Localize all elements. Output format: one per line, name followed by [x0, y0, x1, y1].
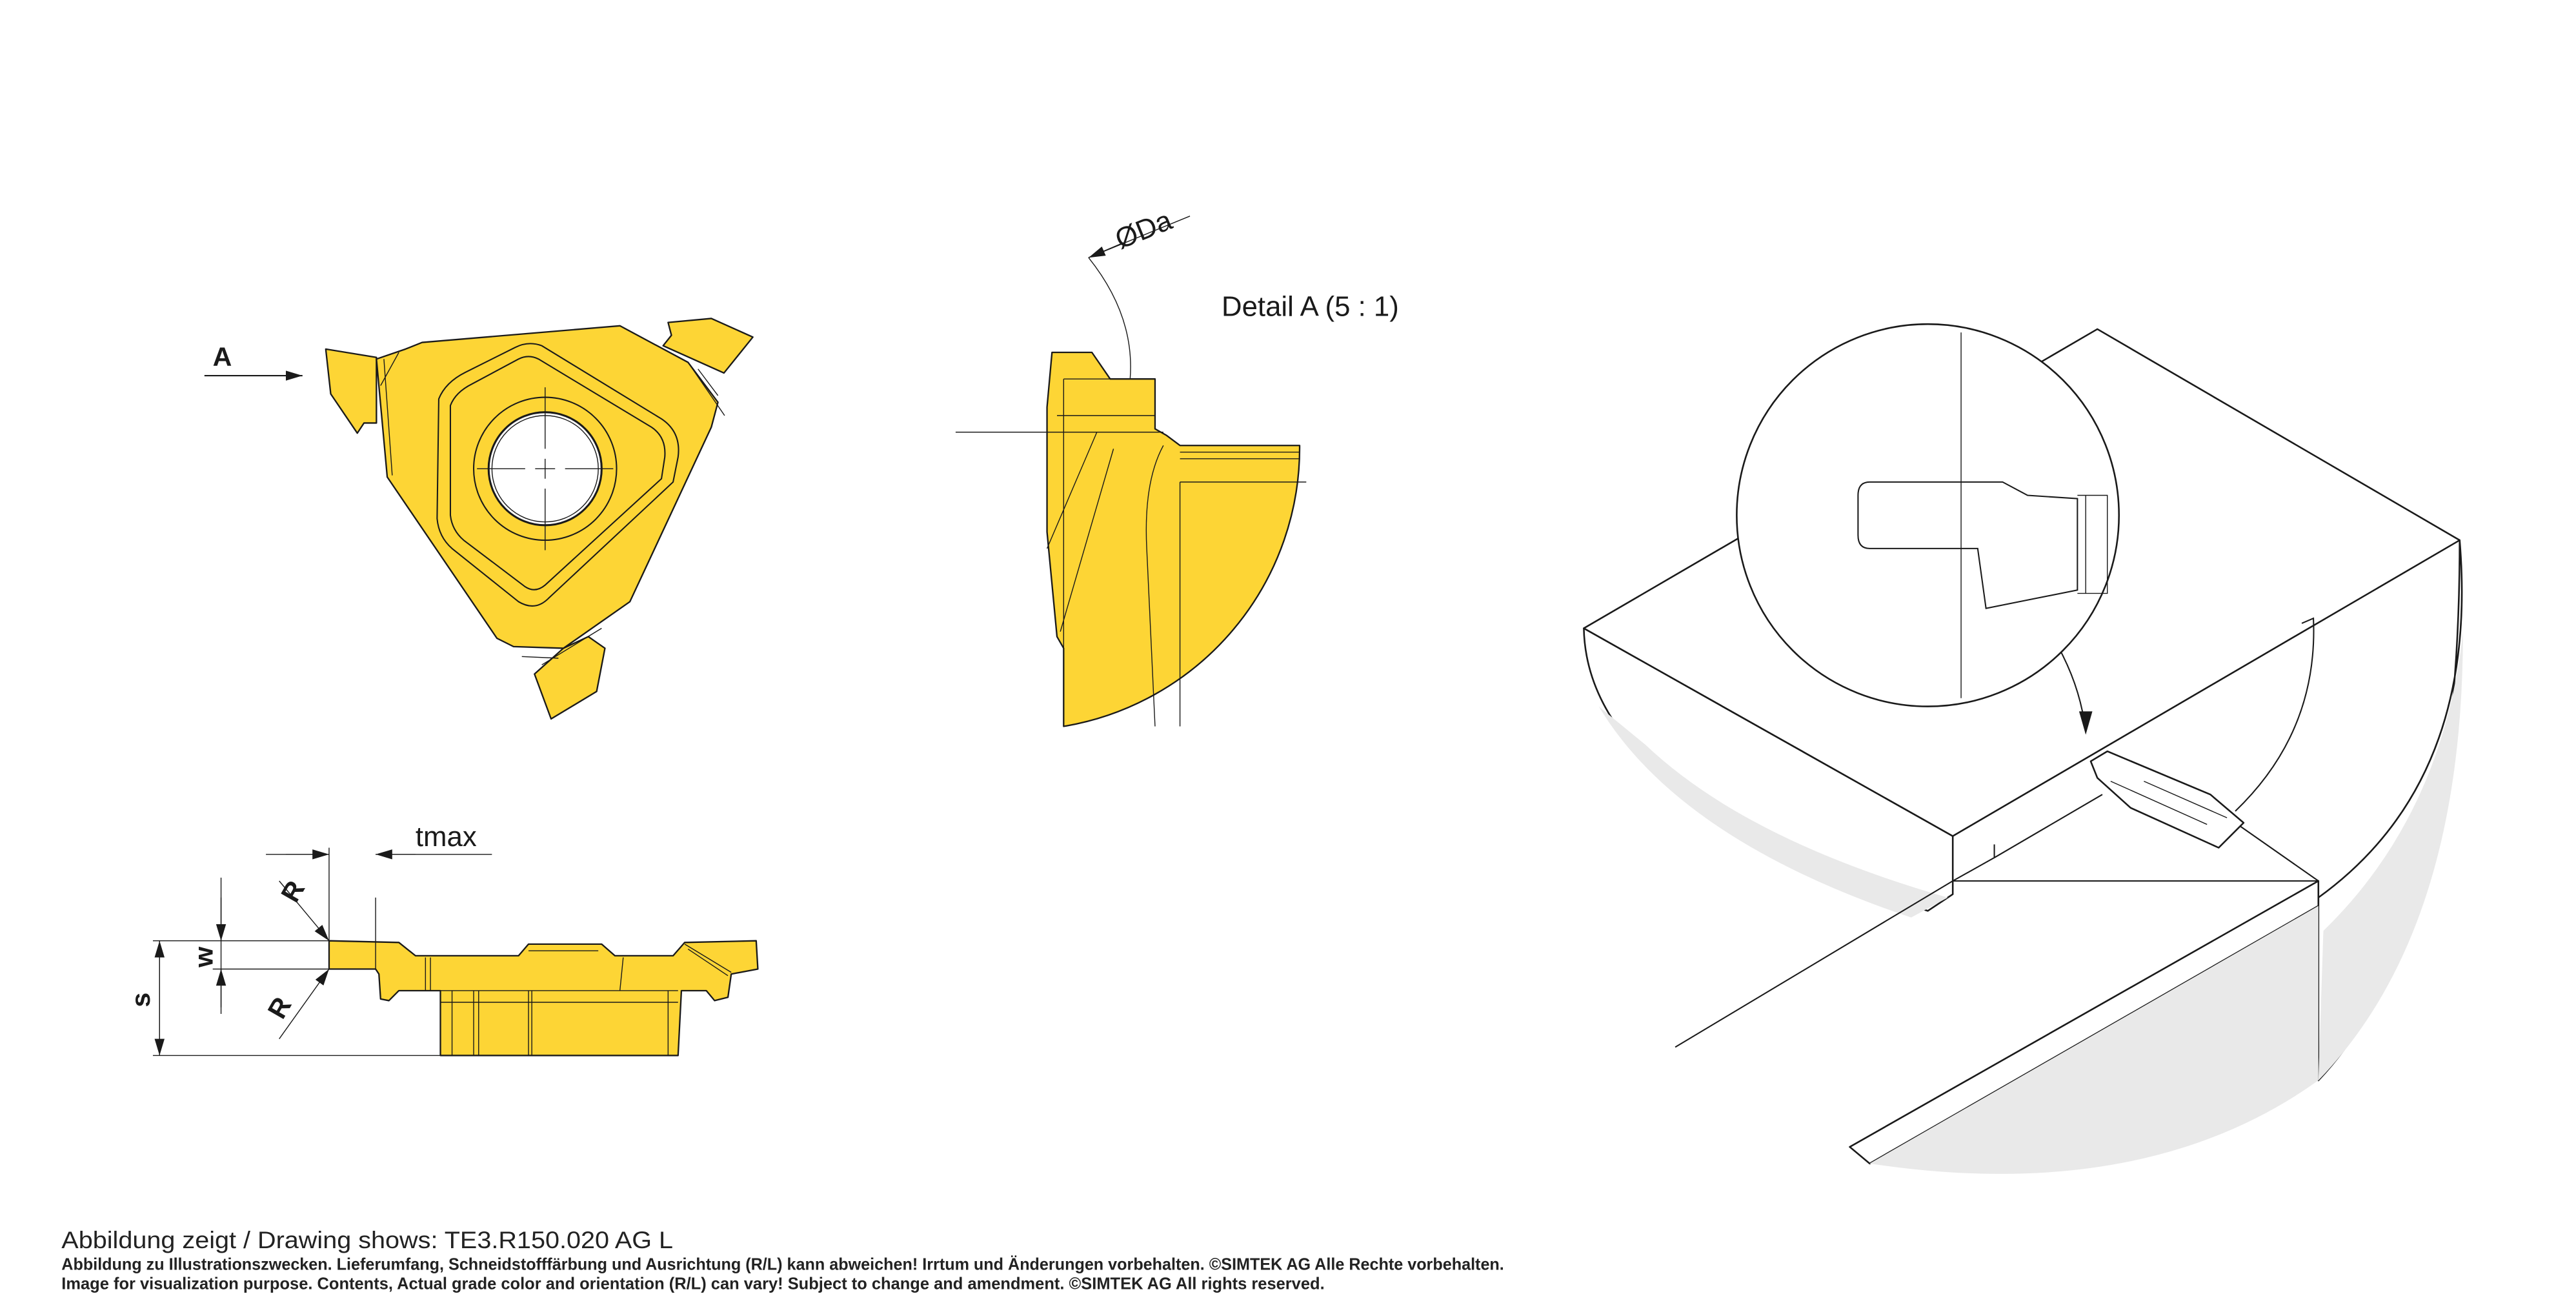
insert-tooth-top-right: [662, 318, 754, 374]
footer: Abbildung zeigt / Drawing shows: TE3.R15…: [61, 1226, 1504, 1293]
chipbreaker-groove: [436, 343, 679, 607]
isometric-workpiece-view: [1583, 323, 2463, 1174]
disclaimer-english: Image for visualization purpose. Content…: [61, 1275, 1324, 1293]
detail-a-view: ØDa Detail A (5 : 1): [955, 204, 1399, 727]
drawing-shows-caption: Abbildung zeigt / Drawing shows: TE3.R15…: [61, 1226, 673, 1253]
tool-wire-curve: [2235, 617, 2315, 812]
width-label: w: [189, 946, 219, 968]
view-arrow-label: A: [213, 342, 232, 372]
detail-insert-section: [1046, 351, 1301, 727]
insert-side-view: tmax R R w s: [126, 821, 759, 1056]
insert-top-view: A: [204, 318, 754, 720]
workpiece-bottom-shading: [1869, 905, 2319, 1174]
radius-label-bottom: R: [262, 992, 297, 1024]
insert-tooth-left: [325, 348, 377, 434]
insert-on-workpiece: [2089, 750, 2245, 849]
tmax-label: tmax: [416, 821, 477, 853]
detail-title: Detail A (5 : 1): [1222, 290, 1399, 322]
diameter-label: ØDa: [1111, 204, 1176, 255]
insert-side-body: [328, 940, 759, 1056]
magnifier-circle: [1736, 323, 2120, 707]
thickness-label: s: [126, 993, 156, 1007]
pointer-arrow-icon: [2078, 711, 2093, 735]
magnified-profile: [1857, 481, 2078, 609]
center-mark: [477, 387, 614, 551]
radius-label-top: R: [275, 876, 310, 907]
disclaimer-german: Abbildung zu Illustrationszwecken. Liefe…: [61, 1256, 1504, 1274]
insert-tooth-bottom: [534, 636, 606, 720]
